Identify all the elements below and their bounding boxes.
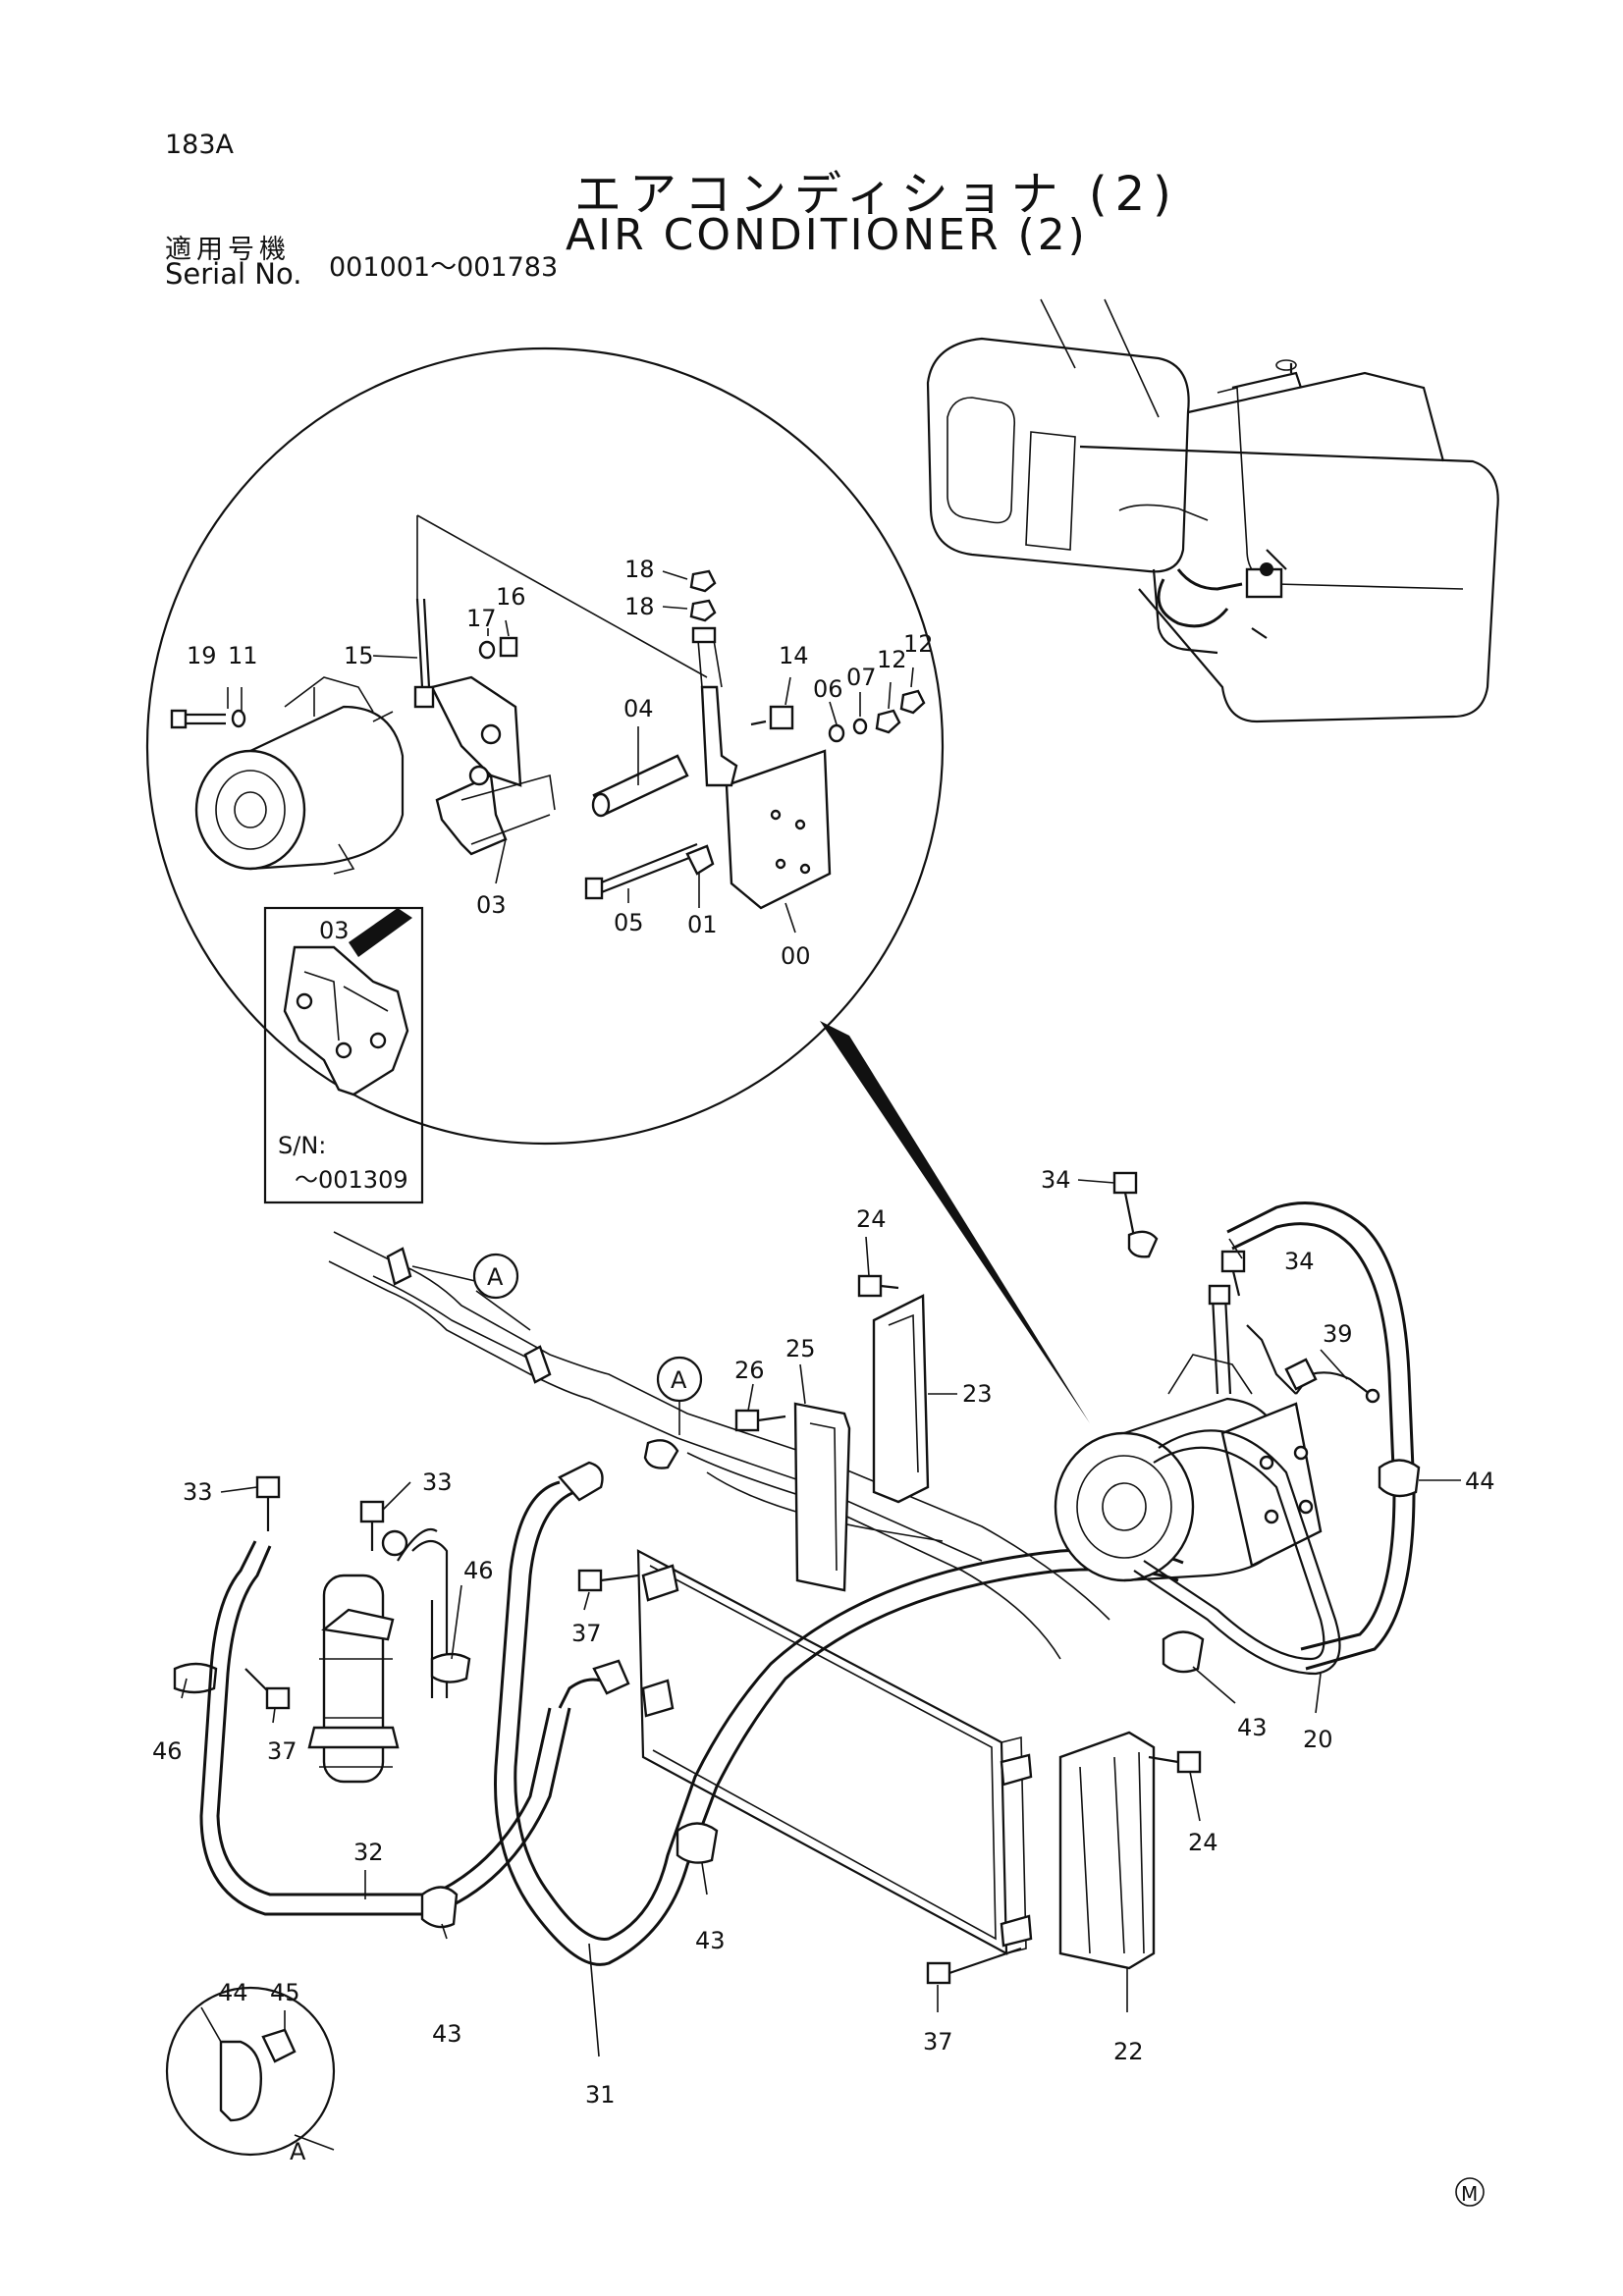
label-12: 12 xyxy=(903,630,934,658)
label-14: 14 xyxy=(779,642,809,669)
serial-label-english: Serial No. xyxy=(165,257,302,291)
view-a-label: A xyxy=(487,1263,504,1291)
serial-range: 001001～001783 xyxy=(329,252,559,283)
label-34: 34 xyxy=(1041,1166,1071,1194)
label-20: 20 xyxy=(1303,1726,1333,1753)
label-07: 07 xyxy=(846,664,877,691)
label-18: 18 xyxy=(624,593,655,620)
label-37: 37 xyxy=(267,1737,298,1765)
label-04: 04 xyxy=(623,695,654,722)
view-a-label: A xyxy=(671,1366,687,1394)
label-39: 39 xyxy=(1323,1320,1353,1348)
label-11: 11 xyxy=(228,642,258,669)
inset-sn-label: S/N: xyxy=(278,1132,326,1159)
label-33: 33 xyxy=(422,1468,453,1496)
label-43: 43 xyxy=(432,2020,462,2048)
label-26: 26 xyxy=(734,1357,765,1384)
label-00: 00 xyxy=(781,942,811,970)
label-45: 45 xyxy=(270,1979,300,2006)
compressor-detail-view xyxy=(145,347,1090,1423)
title-english: AIR CONDITIONER (2) xyxy=(566,210,1088,260)
inset-sn-range: ～001309 xyxy=(295,1166,408,1194)
excavator-overview xyxy=(926,298,1499,723)
inset-label-03: 03 xyxy=(319,917,350,944)
label-22: 22 xyxy=(1113,2038,1144,2065)
m-mark-circle xyxy=(1455,2177,1485,2207)
label-44: 44 xyxy=(218,1979,248,2006)
view-a-marker-top xyxy=(472,1253,519,1300)
detail-a-circle xyxy=(165,1986,336,2157)
label-43: 43 xyxy=(1237,1714,1268,1741)
label-25: 25 xyxy=(785,1335,816,1362)
label-23: 23 xyxy=(962,1380,993,1408)
inset-detail-box xyxy=(263,906,424,1204)
label-24: 24 xyxy=(1188,1829,1218,1856)
label-01: 01 xyxy=(687,911,718,938)
label-18: 18 xyxy=(624,556,655,583)
label-44: 44 xyxy=(1465,1468,1495,1495)
label-16: 16 xyxy=(496,583,526,611)
label-33: 33 xyxy=(183,1478,213,1506)
detail-a-label: A xyxy=(290,2138,306,2165)
label-19: 19 xyxy=(187,642,217,669)
label-17: 17 xyxy=(466,605,497,632)
label-12: 12 xyxy=(877,646,907,673)
label-06: 06 xyxy=(813,675,843,703)
main-assembly xyxy=(165,1171,1461,2157)
m-mark: M xyxy=(1461,2182,1478,2206)
label-15: 15 xyxy=(344,642,374,669)
part-labels: 18 18 17 16 15 19 11 14 06 07 12 12 04 0… xyxy=(152,556,1495,2207)
serial-label-japanese: 適用号機 xyxy=(165,235,291,265)
label-24: 24 xyxy=(856,1205,887,1233)
title-japanese: エアコンディショナ (2) xyxy=(574,167,1179,222)
label-31: 31 xyxy=(585,2081,616,2109)
label-37: 37 xyxy=(923,2028,953,2056)
label-43: 43 xyxy=(695,1927,726,1954)
label-46: 46 xyxy=(152,1737,183,1765)
label-37: 37 xyxy=(571,1620,602,1647)
label-05: 05 xyxy=(614,909,644,936)
label-03: 03 xyxy=(476,891,507,919)
label-34: 34 xyxy=(1284,1248,1315,1275)
label-32: 32 xyxy=(353,1839,384,1866)
label-46: 46 xyxy=(463,1557,494,1584)
page-code: 183A xyxy=(165,130,235,160)
